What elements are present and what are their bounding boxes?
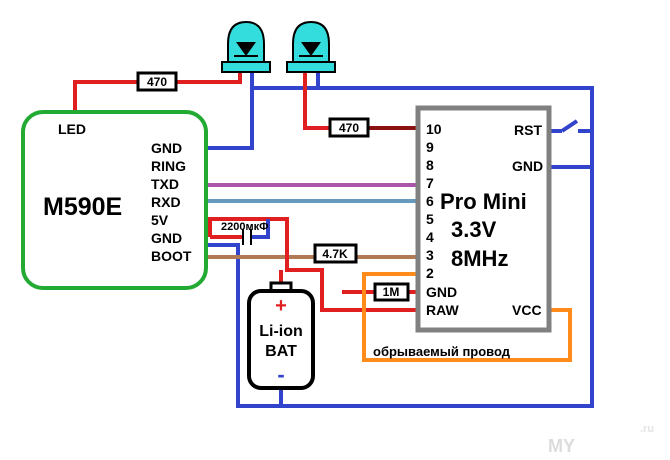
battery-plus: + (275, 295, 287, 317)
resistor-led1 (136, 71, 178, 92)
wire-orange (362, 272, 572, 362)
battery-minus: - (277, 362, 284, 387)
m590e-pin: BOOT (151, 248, 192, 264)
promini-vcc: VCC (512, 302, 542, 318)
battery (247, 289, 315, 390)
resistor-led2 (328, 117, 370, 138)
promini-pin: 3 (426, 247, 434, 263)
m590e-pin: GND (151, 230, 182, 246)
promini-title: Pro Mini (440, 189, 527, 214)
rst-switch (560, 119, 579, 133)
promini-pin: 7 (426, 175, 434, 191)
watermark: MY (548, 436, 575, 456)
resistor-boot (313, 243, 358, 264)
promini-pin: 4 (426, 229, 434, 245)
m590e-pin: 5V (151, 212, 169, 228)
promini-pin: 9 (426, 139, 434, 155)
wire-gnd-loop (206, 86, 594, 408)
m590e-pins: GND RING TXD RXD 5V GND BOOT (151, 140, 192, 264)
led-1 (221, 20, 271, 73)
m590e-pin: TXD (151, 176, 179, 192)
promini-freq: 8MHz (451, 246, 508, 271)
promini-voltage: 3.3V (451, 217, 497, 242)
capacitor-label: 2200мкФ (221, 221, 269, 233)
led-2 (286, 20, 336, 73)
m590e-title: M590E (43, 193, 122, 221)
resistor-led1-label: 470 (147, 75, 167, 89)
battery-line2: BAT (265, 343, 297, 360)
promini-pin: RAW (426, 302, 459, 318)
resistor-boot-label: 4.7K (322, 247, 348, 261)
wire-led2-anode (303, 72, 330, 130)
wire-led1-anode-2 (176, 72, 242, 84)
resistor-led2-label: 470 (339, 121, 359, 135)
wire-led1-cathode (206, 72, 254, 150)
battery-line1: Li-ion (259, 323, 303, 340)
resistor-1m (373, 282, 410, 302)
promini-left-pins: 10 9 8 7 6 5 4 3 2 GND RAW (426, 121, 459, 318)
promini-gnd: GND (512, 158, 543, 174)
m590e-pin: GND (151, 140, 182, 156)
watermark-small: .ru (640, 423, 654, 435)
promini-rst: RST (514, 122, 542, 138)
wire-cap-right (252, 219, 270, 239)
m590e-pin: RING (151, 158, 186, 174)
promini-pin: 10 (426, 121, 442, 137)
promini-pin: GND (426, 284, 457, 300)
wire-5v (206, 217, 418, 312)
m590e-pin: RXD (151, 194, 181, 210)
promini-pin: 5 (426, 211, 434, 227)
wire-led1-anode (73, 80, 138, 110)
promini-pin: 2 (426, 265, 434, 281)
m590e-led-label: LED (58, 121, 86, 137)
promini-pin: 6 (426, 193, 434, 209)
promini-pin: 8 (426, 157, 434, 173)
resistor-1m-label: 1M (383, 285, 400, 299)
m590e-module (21, 110, 208, 290)
broken-wire-note: обрываемый провод (373, 344, 511, 359)
promini-board (415, 105, 552, 333)
